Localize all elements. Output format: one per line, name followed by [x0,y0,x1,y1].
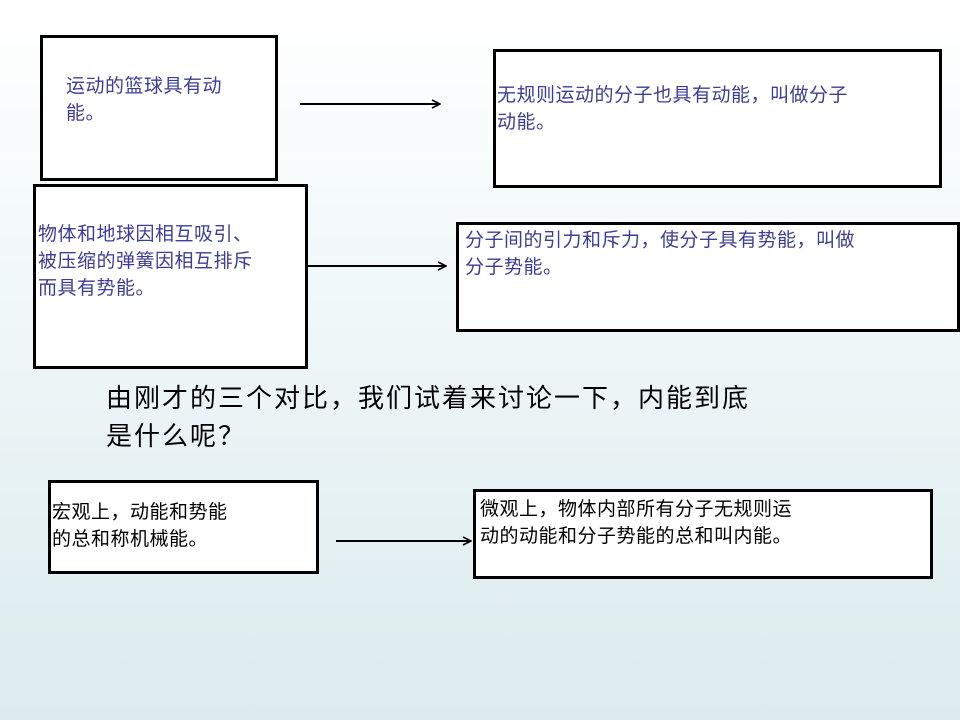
molecular-potential-energy-box [456,222,960,332]
potential-energy-macro-text: 物体和地球因相互吸引、 被压缩的弹簧因相互排斥 而具有势能。 [38,223,253,299]
question-text: 由刚才的三个对比，我们试着来讨论一下，内能到底 是什么呢？ [106,384,751,452]
potential-energy-macro-box [33,184,308,369]
mechanical-energy-box [48,480,319,574]
kinetic-energy-macro-box [40,35,278,181]
molecular-kinetic-energy-text: 无规则运动的分子也具有动能，叫做分子 动能。 [497,84,849,133]
mechanical-energy-text: 宏观上，动能和势能 的总和称机械能。 [52,501,228,550]
kinetic-energy-macro-text: 运动的篮球具有动 能。 [66,75,223,124]
molecular-kinetic-energy-box [493,49,942,188]
molecular-potential-energy-text: 分子间的引力和斥力，使分子具有势能，叫做 分子势能。 [465,229,856,278]
internal-energy-text: 微观上，物体内部所有分子无规则运 动的动能和分子势能的总和叫内能。 [480,498,793,547]
internal-energy-box [473,489,933,579]
